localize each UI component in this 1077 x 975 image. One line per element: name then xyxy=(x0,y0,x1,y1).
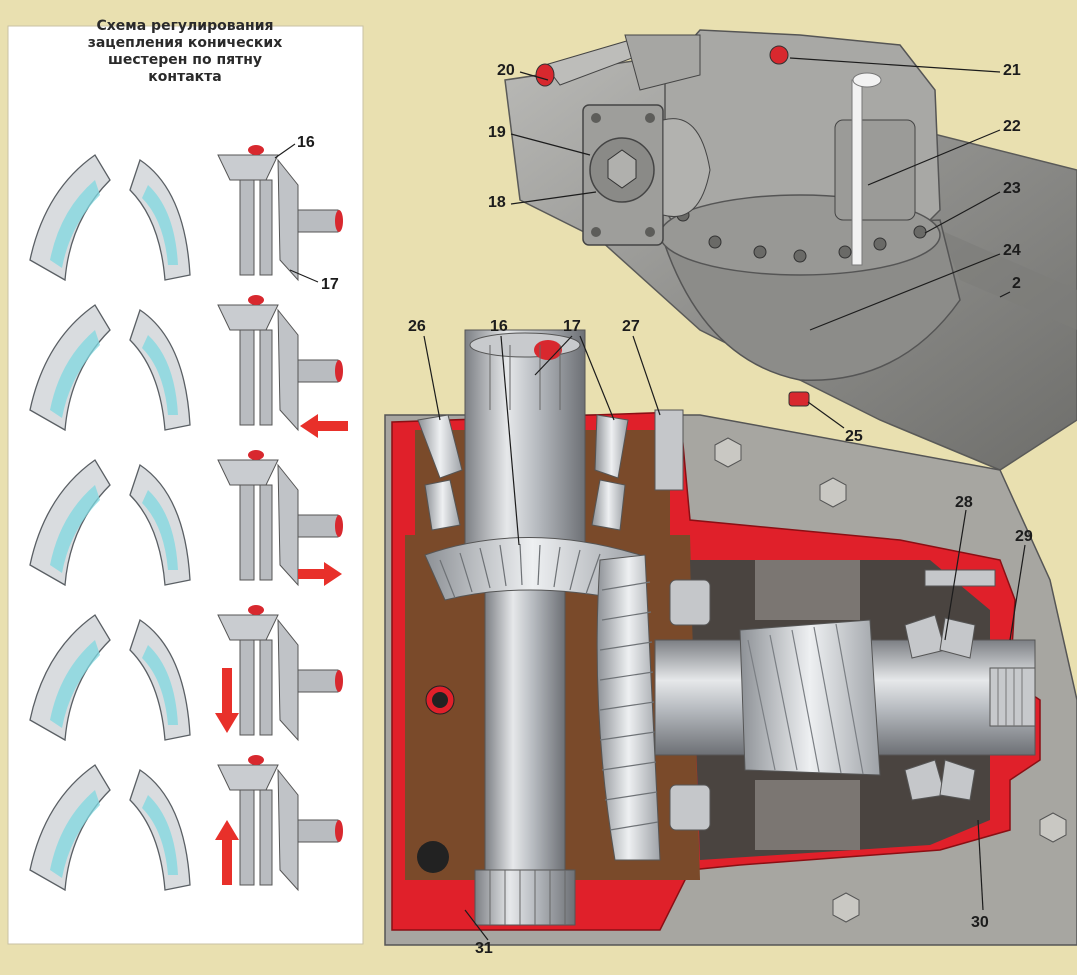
contact-patch xyxy=(50,485,100,573)
arrow-down-icon xyxy=(215,668,239,733)
pinion-shaft xyxy=(259,179,273,276)
callout-19: 19 xyxy=(488,124,506,141)
panel-title: Схема регулирования зацепления конически… xyxy=(87,18,283,85)
arrow-up-icon xyxy=(215,820,239,885)
pinion-shaft xyxy=(259,789,273,886)
pinion-shaft xyxy=(239,329,255,426)
arrow-left-icon xyxy=(300,414,348,438)
gear-tooth-rows xyxy=(29,145,343,892)
pinion-shaft xyxy=(259,329,273,426)
arrow-right-icon xyxy=(298,562,342,586)
output-shaft xyxy=(297,514,339,538)
scheme-row xyxy=(29,755,343,892)
shaft-end xyxy=(335,670,343,692)
scheme-row xyxy=(29,295,343,432)
red-direction-arrows xyxy=(215,414,348,885)
contact-patch xyxy=(142,490,178,570)
callout-2: 2 xyxy=(1012,275,1021,292)
callout-30: 30 xyxy=(971,914,989,931)
ring-gear xyxy=(277,308,299,432)
pinion-shaft xyxy=(239,179,255,276)
contact-patch xyxy=(142,335,178,415)
callout-17: 17 xyxy=(563,318,581,335)
callout-25: 25 xyxy=(845,428,863,445)
shaft-end xyxy=(248,295,264,305)
callout-29: 29 xyxy=(1015,528,1033,545)
ring-gear xyxy=(277,463,299,587)
shaft-end xyxy=(335,210,343,232)
shaft-end xyxy=(248,755,264,765)
callout-16: 16 xyxy=(490,318,508,335)
scheme-row xyxy=(29,450,343,587)
shaft-end xyxy=(335,820,343,842)
callout-23: 23 xyxy=(1003,180,1021,197)
shaft-end xyxy=(248,605,264,615)
callout-22: 22 xyxy=(1003,118,1021,135)
cutaway-section xyxy=(384,329,1077,946)
output-shaft xyxy=(297,669,339,693)
output-shaft xyxy=(297,819,339,843)
contact-patch xyxy=(142,645,178,725)
contact-patch xyxy=(50,330,100,418)
scheme-row xyxy=(29,145,343,282)
leader-lines xyxy=(423,57,1026,941)
contact-patch xyxy=(142,795,178,875)
pinion-shaft xyxy=(259,639,273,736)
callout-27: 27 xyxy=(622,318,640,335)
shaft-end xyxy=(335,360,343,382)
ring-gear xyxy=(277,618,299,742)
callout-28: 28 xyxy=(955,494,973,511)
panel-label-16: 16 xyxy=(297,134,315,151)
pinion-shaft xyxy=(259,484,273,581)
scheme-row xyxy=(29,605,343,742)
callout-26: 26 xyxy=(408,318,426,335)
pinion-shaft xyxy=(239,639,255,736)
panel-label-17: 17 xyxy=(321,276,339,293)
contact-patch xyxy=(50,640,100,728)
callout-31: 31 xyxy=(475,940,493,957)
contact-patch xyxy=(50,180,100,268)
output-shaft xyxy=(297,209,339,233)
callout-20: 20 xyxy=(497,62,515,79)
ring-gear xyxy=(277,768,299,892)
pinion-shaft xyxy=(239,789,255,886)
contact-patch xyxy=(50,790,100,878)
shaft-end xyxy=(335,515,343,537)
output-shaft xyxy=(297,359,339,383)
shaft-end xyxy=(248,145,264,155)
callout-18: 18 xyxy=(488,194,506,211)
shaft-end xyxy=(248,450,264,460)
callout-24: 24 xyxy=(1003,242,1021,259)
exterior-view xyxy=(504,29,1077,471)
ring-gear xyxy=(277,158,299,282)
callout-21: 21 xyxy=(1003,62,1021,79)
contact-patch xyxy=(142,185,178,265)
pinion-shaft xyxy=(239,484,255,581)
